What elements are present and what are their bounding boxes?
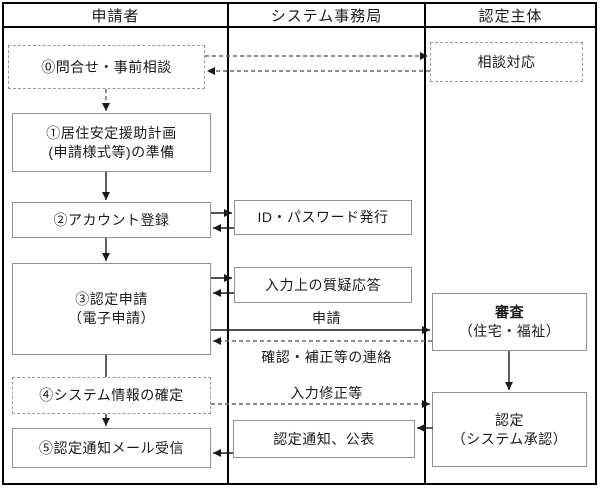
flow-label-confirm-contact: 確認・補正等の連絡: [261, 349, 392, 365]
lane-divider-1: [227, 2, 229, 485]
lane-divider-2: [424, 2, 426, 485]
box-inquiry: ⓪問合せ・事前相談: [8, 45, 205, 89]
lane-header-applicant: 申請者: [91, 7, 140, 25]
box-consultation: 相談対応: [430, 42, 583, 82]
box-input-qa-label: 入力上の質疑応答: [265, 276, 381, 293]
box-approval-line2: （システム承認）: [451, 430, 568, 447]
box-plan-line2: (申請様式等)の準備: [48, 143, 175, 160]
box-review-line1: 審査: [495, 304, 524, 320]
box-plan-preparation: ①居住安定援助計画 (申請様式等)の準備: [12, 113, 211, 172]
box-id-password: ID・パスワード発行: [234, 200, 412, 235]
box-certification-notice: 認定通知、公表: [233, 420, 415, 458]
lane-header-system-office: システム事務局: [270, 7, 383, 25]
box-plan-line1: ①居住安定援助計画: [46, 124, 177, 141]
box-approval-line1: 認定: [495, 411, 524, 428]
lane-header-certifier: 認定主体: [478, 7, 543, 25]
box-consultation-label: 相談対応: [477, 53, 536, 70]
box-certification-notice-label: 認定通知、公表: [273, 430, 375, 447]
box-mail-receive-label: ⑤認定通知メール受信: [39, 439, 184, 456]
box-certification-application: ③認定申請 （電子申請）: [12, 263, 211, 355]
box-account-registration: ②アカウント登録: [12, 202, 211, 238]
box-account-label: ②アカウント登録: [53, 211, 170, 228]
box-id-password-label: ID・パスワード発行: [257, 209, 389, 225]
box-review-line2: （住宅・福祉）: [458, 323, 561, 339]
box-application-line2: （電子申請）: [68, 310, 155, 326]
box-application-line1: ③認定申請: [75, 291, 148, 307]
box-mail-receive: ⑤認定通知メール受信: [12, 428, 211, 468]
box-system-info-fix: ④システム情報の確定: [12, 377, 211, 414]
box-approval: 認定 （システム承認）: [432, 392, 587, 467]
box-review: 審査 （住宅・福祉）: [432, 293, 587, 351]
box-input-qa: 入力上の質疑応答: [234, 267, 412, 303]
diagram-frame: [2, 2, 597, 485]
header-divider: [2, 26, 597, 28]
flow-label-apply: 申請: [312, 310, 341, 326]
box-inquiry-label: ⓪問合せ・事前相談: [41, 58, 172, 75]
box-system-info-label: ④システム情報の確定: [39, 387, 184, 403]
flow-label-input-fix: 入力修正等: [290, 385, 363, 401]
